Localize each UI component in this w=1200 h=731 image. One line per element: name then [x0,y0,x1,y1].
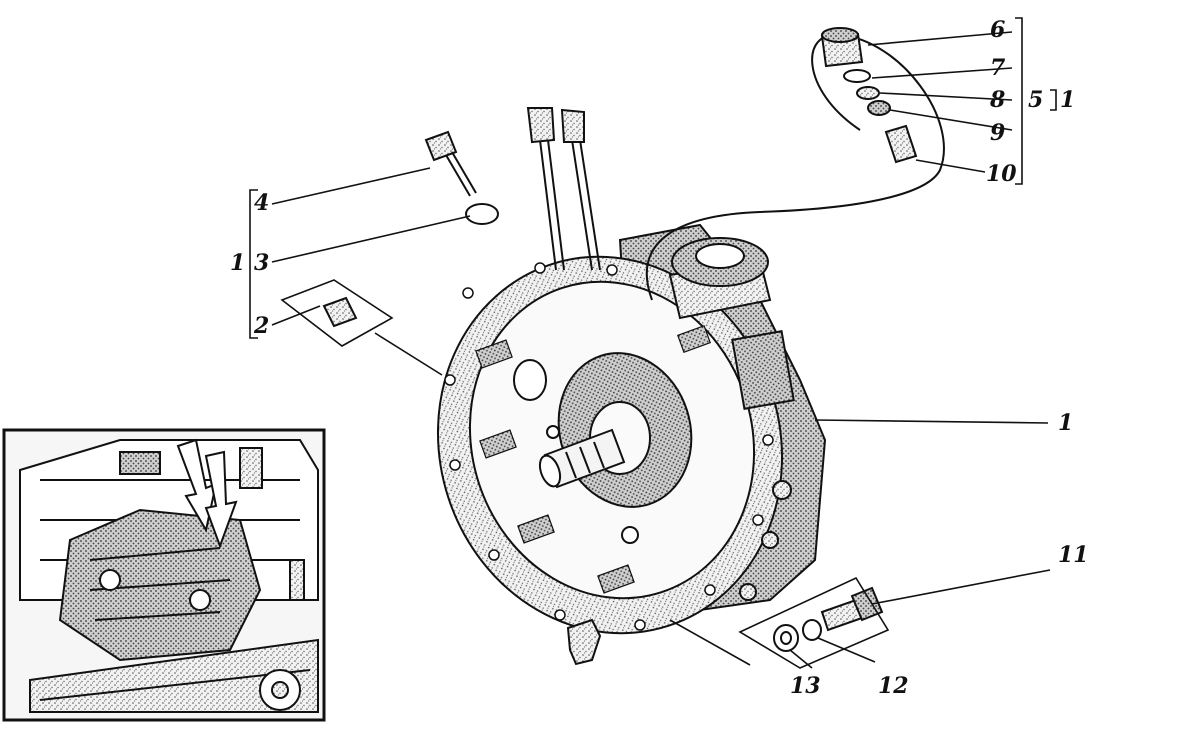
hub-pin [621,526,639,544]
label-group-1-left: 1 [230,250,245,276]
side-bosses [739,480,792,601]
key-clip [566,618,602,666]
label-part-10: 10 [986,161,1017,187]
label-part-11: 11 [1058,542,1089,568]
inset-location-view [2,428,326,722]
hub-stud [546,425,560,439]
label-part-6: 6 [990,17,1005,43]
lever-knob-right [560,108,585,143]
part-10-fitting [884,124,918,164]
label-part-2: 2 [253,313,269,339]
fastener-parts [773,586,884,652]
hose-loop [645,33,945,301]
label-part-12: 12 [878,673,909,699]
inset-arrow-2 [204,450,238,549]
label-part-5: 5 [1028,87,1043,113]
side-cover [731,330,795,410]
label-part-1-main: 1 [1058,410,1073,436]
label-part-7: 7 [990,55,1006,81]
top-pump [668,237,795,410]
label-group-1-right: 1 [1060,87,1075,113]
part-7-washer [843,69,871,83]
housing-port [513,359,547,401]
label-part-3: 3 [254,250,269,276]
label-part-9: 9 [990,120,1005,146]
housing-assembly [436,223,827,635]
part-9-disc [867,100,891,116]
part-labels: 6 7 8 5 1 9 10 4 1 3 2 1 11 12 13 [230,17,1089,699]
lever-knob-left [526,107,556,144]
part-2-plug [322,296,358,328]
part-4-dipstick [424,130,458,162]
label-part-4: 4 [254,190,269,216]
output-shaft [538,428,626,489]
label-part-8: 8 [989,87,1005,113]
control-levers [526,107,601,271]
part-3-gasket [465,203,499,225]
leader-lines [249,17,1057,669]
label-part-13: 13 [790,673,821,699]
part-8-ring [856,86,880,100]
housing-windows [475,324,712,594]
left-kit-parts [322,130,499,328]
detail-5-parts [820,27,918,164]
part-12-lockwasher [802,619,822,641]
